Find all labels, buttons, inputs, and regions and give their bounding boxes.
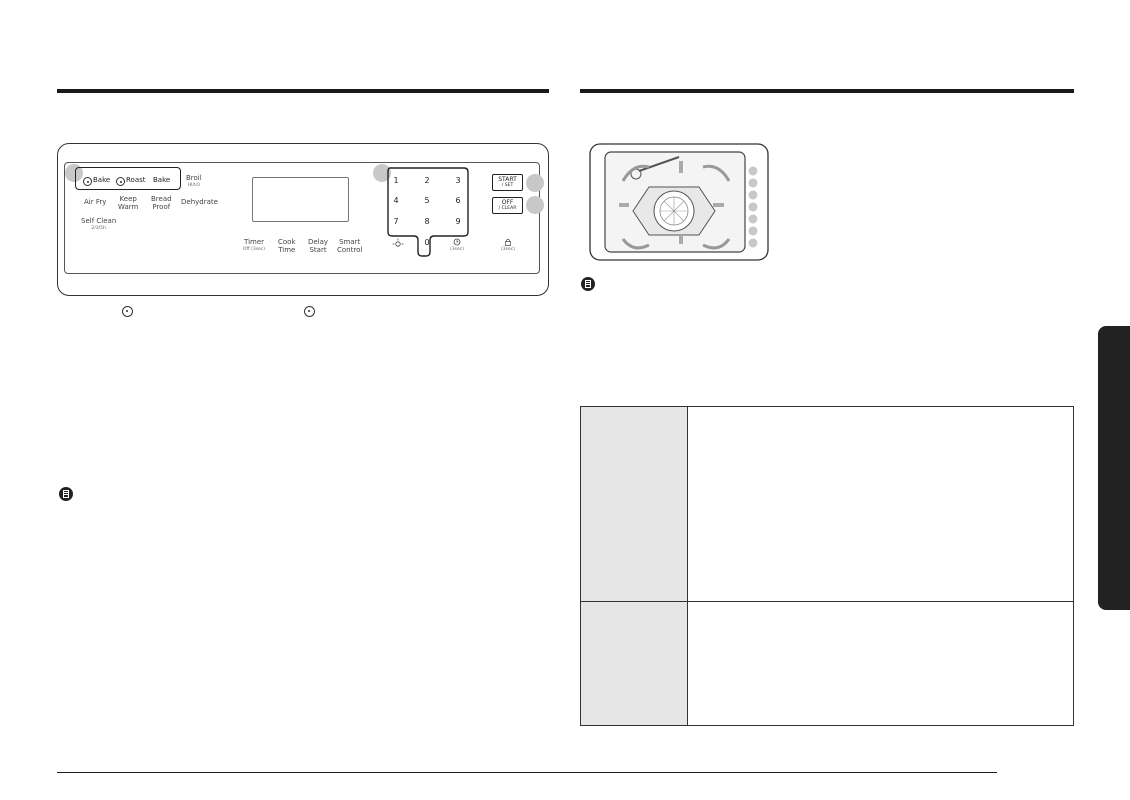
convection-fan-icon [83,177,92,186]
conv-bake-label: Bake [93,176,111,184]
lock-icon [505,238,511,246]
cook-time-label: Cook Time [278,238,296,254]
mode-description-table [580,406,1074,726]
self-clean-sub-label: 2/3/5h [91,226,106,231]
convection-fan-icon [116,177,125,186]
clock-icon [453,238,461,246]
light-icon [392,238,404,247]
control-panel-inner [64,162,540,274]
control-panel-illustration [57,143,549,296]
key-8: 8 [424,217,430,226]
footer-rule [57,772,997,773]
convection-mode-group [75,167,181,190]
keypad-outline [387,167,469,257]
key-0: 0 [424,238,430,247]
callout-4 [526,196,544,214]
oven-display [252,177,349,222]
oven-airflow-illustration [589,143,769,261]
timer-button: Timer Off (3sec) [243,238,265,254]
start-set-button: START / SET [492,174,523,191]
key-5: 5 [424,196,430,205]
key-4: 4 [393,196,399,205]
clock-button: (3sec) [450,238,464,254]
broil-label: Broil [186,174,202,182]
callout-2 [373,164,391,182]
header-rule-right [580,89,1074,93]
dehydrate-label: Dehydrate [181,198,218,206]
timer-sub-label: Off (3sec) [243,247,266,252]
bread-proof-label: Bread Proof [151,195,172,211]
air-fry-label: Air Fry [84,198,107,206]
table-row-header-1 [581,407,687,601]
broil-sub-label: HI/LO [187,183,200,188]
conv-roast-label: Roast [126,176,146,184]
timer-label: Timer [244,238,265,246]
note-icon [59,487,73,501]
key-3: 3 [455,176,461,185]
key-1: 1 [393,176,399,185]
table-row-divider [581,601,1073,602]
lock-sub-label: (3sec) [501,247,515,252]
delay-start-label: Delay Start [308,238,329,254]
off-clear-button: OFF / CLEAR [492,197,523,214]
convection-fan-icon [304,306,315,317]
bake-label: Bake [153,176,171,184]
section-side-tab [1098,326,1130,610]
callout-3 [526,174,544,192]
start-sub-label: / SET [501,183,514,188]
keep-warm-label: Keep Warm [118,195,139,211]
note-icon [581,277,595,291]
self-clean-label: Self Clean [81,217,117,225]
smart-control-label: Smart Control [337,238,363,254]
lock-button: (3sec) [501,238,515,254]
broil-button: Broil HI/LO [186,174,202,190]
key-2: 2 [424,176,430,185]
off-sub-label: / CLEAR [498,206,517,211]
start-label: START [498,176,517,183]
key-9: 9 [455,217,461,226]
self-clean-button: Self Clean 2/3/5h [81,217,116,233]
clock-sub-label: (3sec) [450,247,464,252]
table-row-header-2 [581,602,687,725]
key-6: 6 [455,196,461,205]
header-rule-left [57,89,549,93]
table-column-divider [687,407,688,725]
convection-fan-icon [122,306,133,317]
key-7: 7 [393,217,399,226]
off-label: OFF [501,199,514,206]
